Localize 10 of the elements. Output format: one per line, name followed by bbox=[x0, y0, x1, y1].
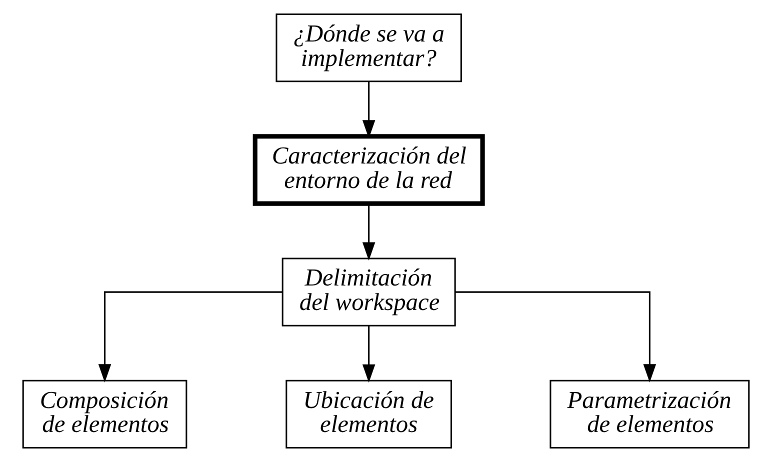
node-box: Parametrización de elementos bbox=[549, 380, 750, 448]
arrow bbox=[454, 291, 656, 382]
node-box: Ubicación de elementos bbox=[285, 380, 452, 448]
arrow bbox=[98, 291, 282, 382]
node-box: Composición de elementos bbox=[22, 380, 187, 448]
node-box: ¿Dónde se va a implementar? bbox=[275, 14, 462, 82]
arrow bbox=[362, 204, 375, 261]
arrow bbox=[362, 326, 375, 383]
node-box: Delimitación del workspace bbox=[281, 258, 456, 326]
node-box: Caracterización del entorno de la red bbox=[252, 134, 484, 206]
